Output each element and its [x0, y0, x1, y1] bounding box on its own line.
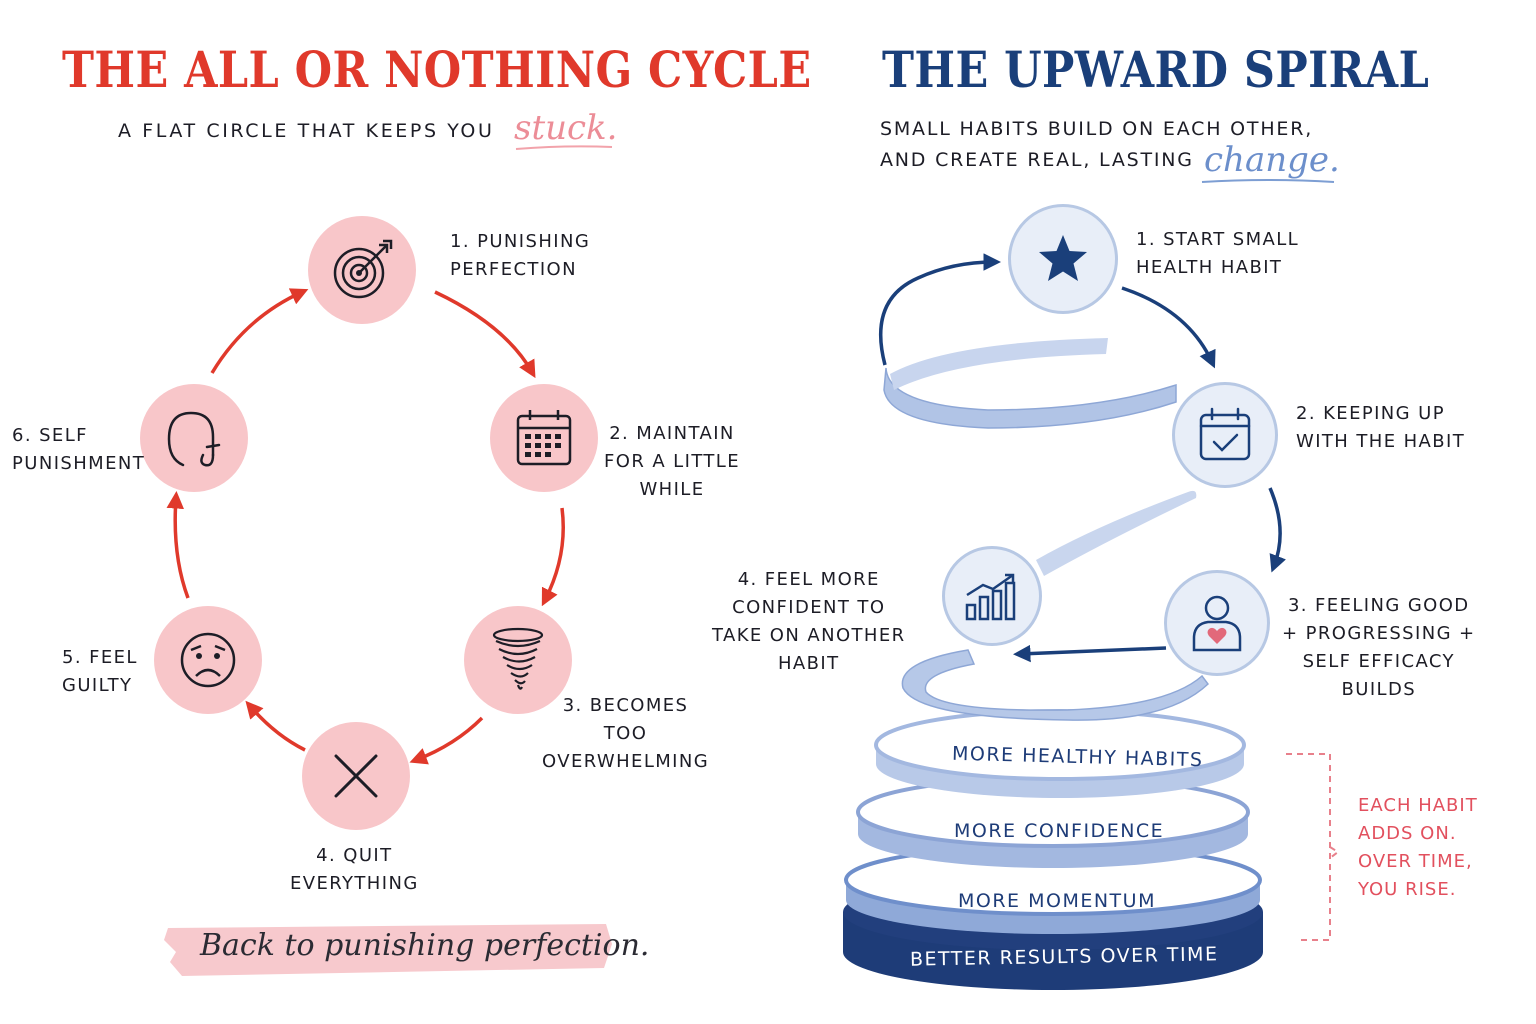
spiral-step-3-node [1164, 570, 1270, 676]
arrow-6-to-1 [210, 288, 309, 374]
arrow-1-to-2 [1121, 286, 1216, 369]
step-1-label: 1. PUNISHING PERFECTION [450, 231, 591, 280]
left-subtitle-script: stuck. [514, 108, 618, 148]
arrow-3-to-4 [1013, 644, 1167, 663]
arrow-5-to-6 [166, 491, 190, 599]
step-5-label: 5. FEEL GUILTY [62, 647, 138, 696]
cycle-arrows [164, 145, 613, 976]
step-4-node [302, 722, 410, 830]
upward-spiral-panel: THE UPWARD SPIRAL SMALL HABITS BUILD ON … [712, 0, 1536, 1024]
step-6-label: 6. SELF PUNISHMENT [12, 425, 146, 474]
layer-momentum: MORE MOMENTUM [958, 890, 1156, 912]
target-icon [333, 239, 393, 299]
side-bracket [1286, 753, 1340, 941]
right-subtitle-line-2: AND CREATE REAL, LASTING [880, 149, 1194, 171]
step-2-label: 2. MAINTAIN FOR A LITTLE WHILE [604, 423, 740, 500]
x-icon [334, 754, 378, 798]
stuck-underline [515, 145, 613, 150]
step-1-node [308, 216, 416, 324]
person-heart-icon [1192, 595, 1242, 652]
step-3-node [464, 606, 572, 714]
arrow-2-to-3 [541, 507, 565, 607]
left-subtitle: A FLAT CIRCLE THAT KEEPS YOU [118, 120, 495, 142]
spiral-step-2-label: 2. KEEPING UP WITH THE HABIT [1296, 403, 1466, 452]
spiral-step-3-label: 3. FEELING GOOD + PROGRESSING + SELF EFF… [1282, 595, 1476, 700]
right-subtitle-line-1: SMALL HABITS BUILD ON EACH OTHER, [880, 118, 1314, 140]
ribbon-3 [1036, 490, 1197, 576]
calendar-check-icon [1199, 407, 1251, 461]
tornado-icon [492, 627, 544, 690]
ribbon-2 [883, 367, 1177, 429]
all-or-nothing-cycle-panel: THE ALL OR NOTHING CYCLE A FLAT CIRCLE T… [12, 40, 811, 976]
step-6-node [140, 384, 248, 492]
spiral-step-4-label: 4. FEEL MORE CONFIDENT TO TAKE ON ANOTHE… [712, 569, 906, 674]
change-underline [1201, 179, 1335, 183]
hook-icon [167, 411, 221, 467]
arrow-2-to-3 [1268, 487, 1286, 573]
calendar-icon [516, 410, 572, 466]
ribbon-4 [901, 649, 1210, 721]
growth-chart-icon [965, 573, 1016, 621]
step-4-label: 4. QUIT EVERYTHING [290, 845, 419, 894]
spiral-graphic [843, 179, 1340, 990]
arrow-3-to-4 [409, 716, 484, 765]
spiral-step-2-node [1172, 382, 1278, 488]
footer-text: Back to punishing perfection. [200, 928, 650, 963]
spiral-step-4-node [942, 546, 1042, 646]
layer-confidence: MORE CONFIDENCE [954, 820, 1165, 842]
sad-face-icon [180, 632, 236, 688]
right-subtitle-script: change. [1204, 140, 1340, 180]
right-title: THE UPWARD SPIRAL [882, 40, 1430, 99]
left-title: THE ALL OR NOTHING CYCLE [62, 40, 812, 99]
side-note: EACH HABIT ADDS ON. OVER TIME, YOU RISE. [1358, 795, 1478, 900]
step-3-label: 3. BECOMES TOO OVERWHELMING [542, 695, 710, 772]
arrow-loop-to-1 [878, 253, 1001, 366]
brush-stroke [164, 924, 612, 976]
spiral-step-1-label: 1. START SMALL HEALTH HABIT [1136, 229, 1300, 278]
step-2-node [490, 384, 598, 492]
star-icon [1039, 235, 1087, 281]
arrow-4-to-5 [245, 700, 306, 752]
spiral-step-1-node [1008, 204, 1118, 314]
arrow-1-to-2 [434, 290, 536, 379]
step-5-node [154, 606, 262, 714]
ribbon-1 [890, 338, 1108, 390]
